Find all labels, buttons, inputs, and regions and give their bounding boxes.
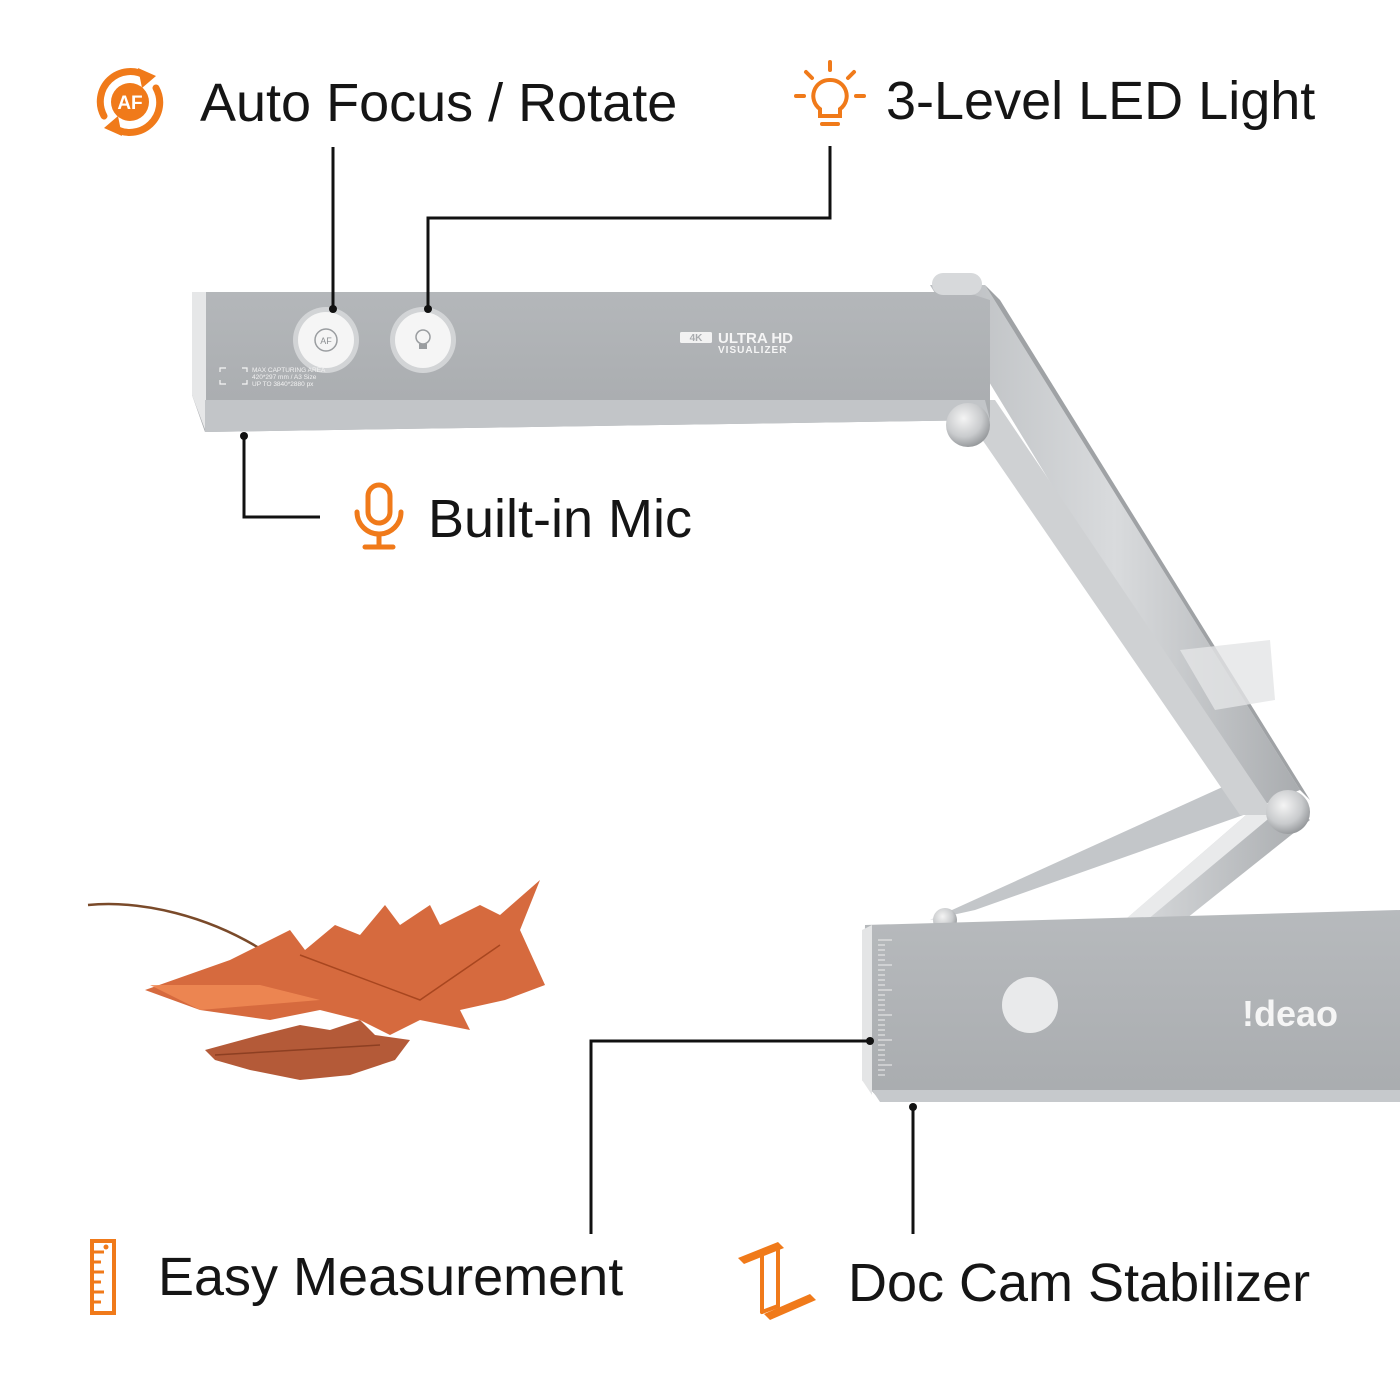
easy-measurement-label: Easy Measurement: [158, 1247, 624, 1307]
led-button[interactable]: [395, 312, 451, 368]
af-icon-text: AF: [117, 93, 142, 114]
stand-icon: [738, 1242, 816, 1320]
4k-badge: 4K: [690, 333, 704, 344]
callout-line-led: [426, 146, 832, 308]
callout-lines: [240, 146, 917, 1234]
af-button[interactable]: [298, 312, 354, 368]
model-line-2: VISUALIZER: [718, 345, 787, 356]
doc-cam-stabilizer-label: Doc Cam Stabilizer: [848, 1253, 1311, 1313]
microphone-icon: [354, 482, 404, 550]
capture-frame-icon: [219, 367, 248, 385]
model-line-1: ULTRA HD: [718, 330, 793, 347]
callout-line-mic: [242, 437, 320, 519]
spec-line-3: UP TO 3840*2880 px: [252, 381, 314, 388]
spec-line-2: 420*297 mm / A3 Size: [252, 374, 317, 381]
base-ruler: [878, 939, 892, 1076]
camera-head: AF 4K ULTRA HD VISUALIZER MAX CAPTURING …: [192, 292, 990, 432]
hinge-knobs: [932, 273, 1310, 1094]
led-light-label: 3-Level LED Light: [886, 71, 1316, 131]
af-rotate-icon: AF: [96, 68, 164, 136]
auto-focus-label: Auto Focus / Rotate: [200, 73, 678, 133]
base-hole: [1002, 977, 1058, 1033]
camera-base: !deao: [862, 910, 1400, 1102]
spec-line-1: MAX CAPTURING AREA: [252, 367, 326, 374]
brand-logo: !deao: [1242, 993, 1338, 1034]
af-button-text: AF: [320, 336, 332, 346]
callout-line-measurement: [589, 1039, 870, 1234]
upper-arm: [930, 285, 1310, 815]
built-in-mic-label: Built-in Mic: [428, 489, 693, 549]
lightbulb-icon: [794, 60, 866, 126]
ruler-icon: [90, 1239, 116, 1315]
autumn-leaves: [87, 880, 545, 1080]
